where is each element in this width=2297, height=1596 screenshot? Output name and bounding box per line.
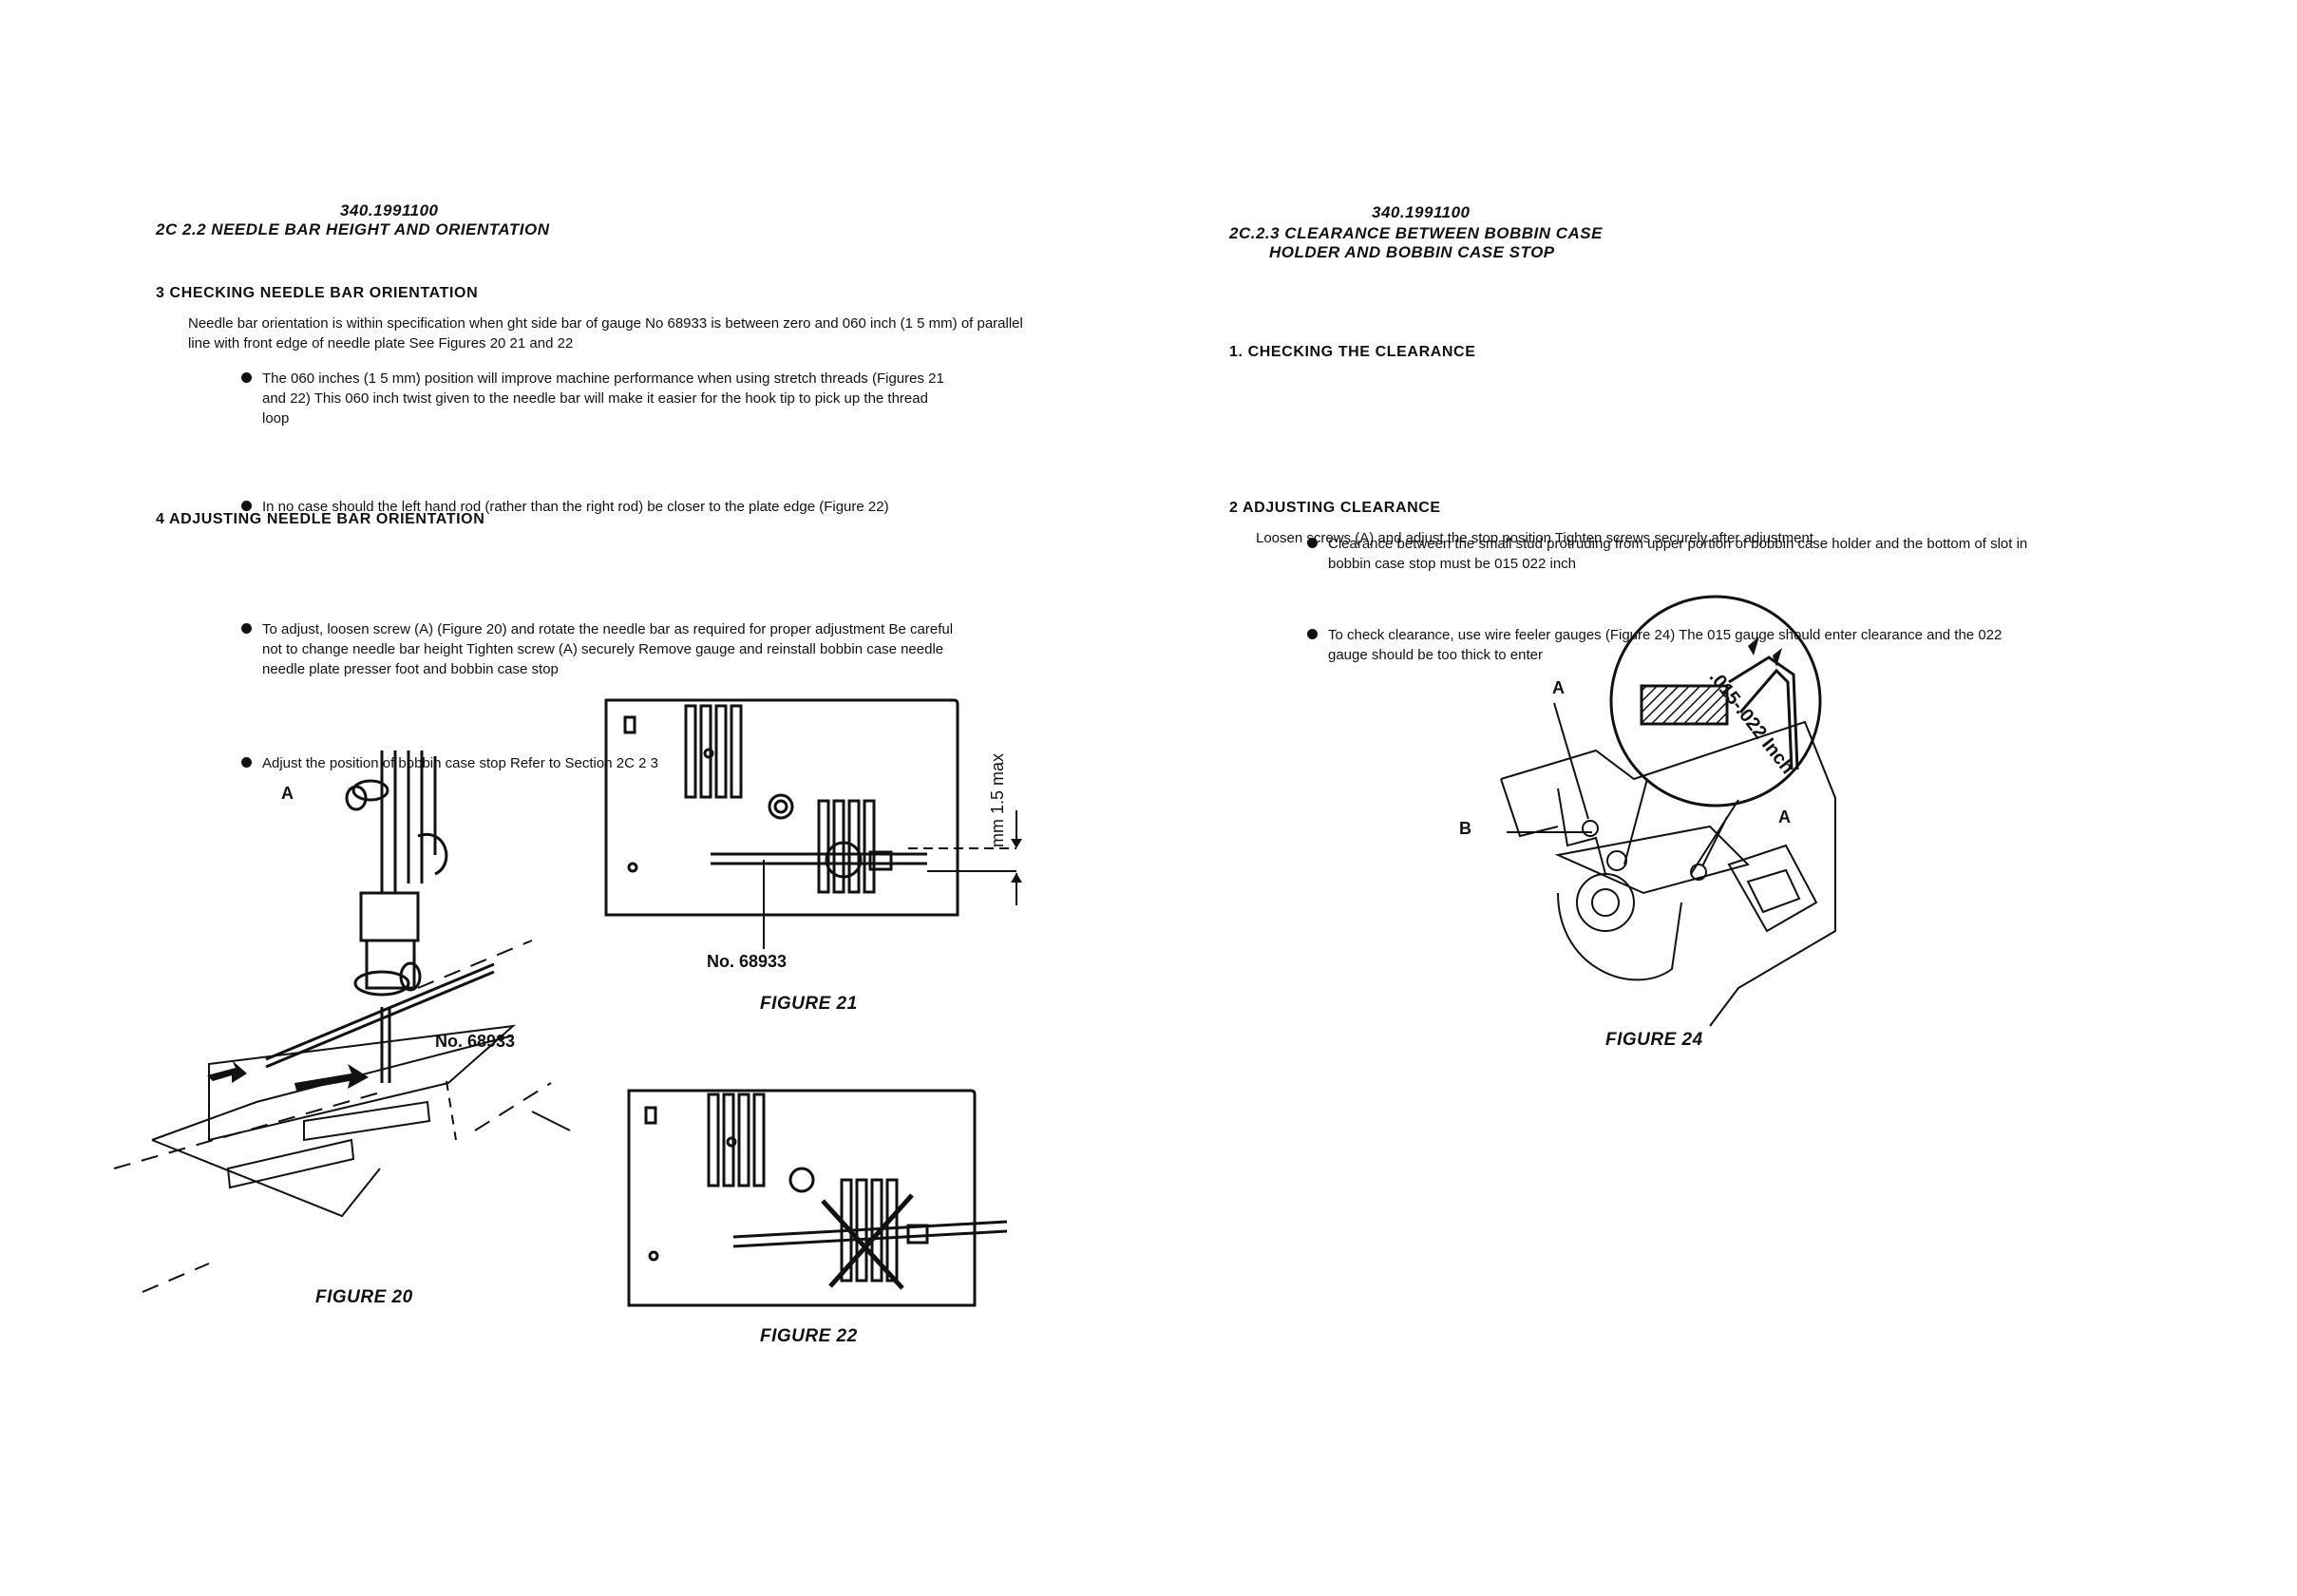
fig24-label-a-right: A xyxy=(1778,808,1791,826)
sec3-paragraph: Needle bar orientation is within specifi… xyxy=(188,315,1023,352)
sec4-bullet-1-text: To adjust, loosen screw (A) (Figure 20) … xyxy=(262,621,954,677)
bullet-icon xyxy=(241,623,252,634)
figure-21-illustration xyxy=(604,698,1022,949)
right-sec2-title: 2 ADJUSTING CLEARANCE xyxy=(1229,500,1441,516)
sec3-bullet-2: In no case should the left hand rod (rat… xyxy=(241,497,954,517)
right-sec1-bullet-2-text: To check clearance, use wire feeler gaug… xyxy=(1328,627,2003,663)
fig21-label-max: mm 1.5 max xyxy=(988,752,1007,847)
figure-20-caption: FIGURE 20 xyxy=(315,1287,413,1307)
right-doc-code: 340.1991100 xyxy=(1372,203,1471,221)
figure-20-illustration xyxy=(113,750,571,1293)
figure-24-caption: FIGURE 24 xyxy=(1605,1030,1703,1050)
sec4-bullet-2: Adjust the position of bobbin case stop … xyxy=(241,753,969,773)
fig20-label-gauge: No. 68933 xyxy=(435,1032,516,1051)
fig24-label-b: B xyxy=(1459,819,1471,838)
sec4-title: 4 ADJUSTING NEEDLE BAR ORIENTATION xyxy=(156,511,485,527)
bullet-icon xyxy=(241,757,252,768)
bullet-icon xyxy=(1307,538,1318,548)
figure-22-illustration xyxy=(627,1089,1008,1307)
sec3-bullet-2-text: In no case should the left hand rod (rat… xyxy=(262,499,889,515)
fig21-label-gauge: No. 68933 xyxy=(707,952,788,971)
right-section-heading-2: HOLDER AND BOBBIN CASE STOP xyxy=(1269,243,1555,261)
left-section-heading: 2C 2.2 NEEDLE BAR HEIGHT AND ORIENTATION xyxy=(156,220,550,238)
sec4-bullet-1: To adjust, loosen screw (A) (Figure 20) … xyxy=(241,619,969,679)
sec4-bullet-2-text: Adjust the position of bobbin case stop … xyxy=(262,755,658,771)
right-sec2-paragraph: Loosen screws (A) and adjust the stop po… xyxy=(1256,530,1813,546)
sec3-bullet-1: The 060 inches (1 5 mm) position will im… xyxy=(241,369,954,428)
right-section-heading: 2C.2.3 CLEARANCE BETWEEN BOBBIN CASE xyxy=(1229,224,1603,242)
right-sec1-bullet-1-text: Clearance between the small stud protrud… xyxy=(1328,536,2028,572)
bullet-icon xyxy=(1307,629,1318,639)
fig20-label-a: A xyxy=(281,784,294,803)
fig24-label-a-left: A xyxy=(1552,678,1565,697)
figure-21-caption: FIGURE 21 xyxy=(760,994,858,1014)
figure-22-caption: FIGURE 22 xyxy=(760,1326,858,1346)
bullet-icon xyxy=(241,501,252,511)
left-doc-code: 340.1991100 xyxy=(340,201,439,219)
bullet-icon xyxy=(241,372,252,383)
sec3-bullet-1-text: The 060 inches (1 5 mm) position will im… xyxy=(262,370,944,427)
figure-24-illustration xyxy=(1500,595,1836,1027)
sec3-title: 3 CHECKING NEEDLE BAR ORIENTATION xyxy=(156,285,479,301)
right-sec1-title: 1. CHECKING THE CLEARANCE xyxy=(1229,344,1476,360)
right-sec1-bullet-1: Clearance between the small stud protrud… xyxy=(1307,534,2041,574)
right-sec1-bullet-2: To check clearance, use wire feeler gaug… xyxy=(1307,625,2041,665)
